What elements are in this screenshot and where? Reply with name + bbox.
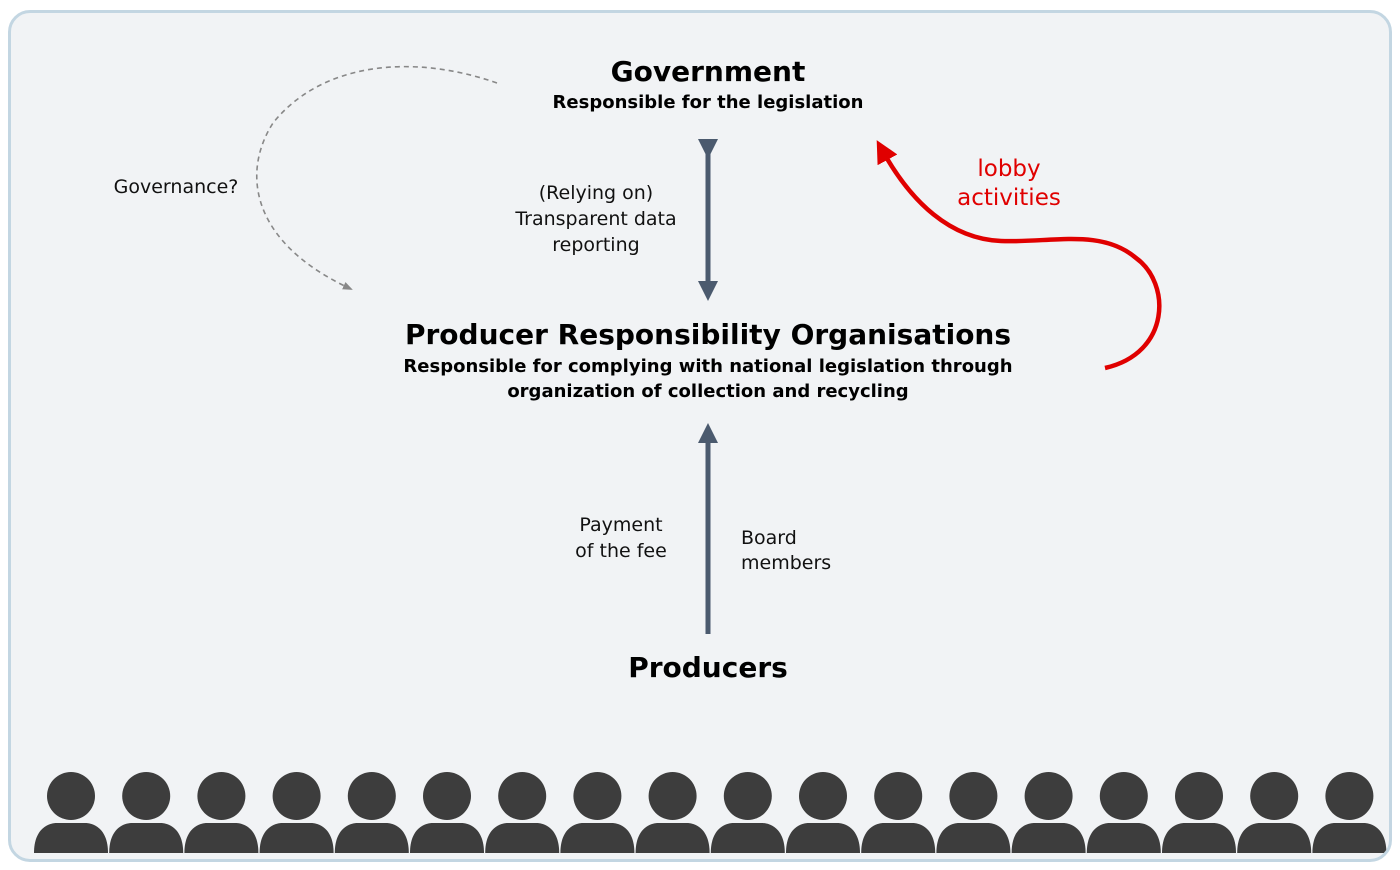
- person-icon: [109, 772, 184, 853]
- person-icon: [1086, 772, 1161, 853]
- person-icon: [485, 772, 560, 853]
- person-icon: [635, 772, 710, 853]
- producers-title: Producers: [628, 651, 788, 684]
- person-icon: [1011, 772, 1086, 853]
- government-subtitle: Responsible for the legislation: [552, 92, 864, 113]
- payment-label-line2: of the fee: [575, 540, 667, 562]
- diagram-frame: Government Responsible for the legislati…: [8, 10, 1392, 862]
- person-icon: [334, 772, 409, 853]
- diagram-canvas: [34, 65, 1387, 853]
- person-icon: [1237, 772, 1312, 853]
- relying-label-line1: (Relying on): [538, 182, 654, 204]
- payment-label-line1: Payment: [579, 514, 663, 536]
- pro-subtitle-line1: Responsible for complying with national …: [403, 356, 1013, 377]
- lobby-label-line1: lobby: [977, 156, 1041, 182]
- person-icon: [560, 772, 635, 853]
- lobby-arrow: [876, 140, 1162, 371]
- producers-people-row: [34, 772, 1387, 853]
- person-icon: [259, 772, 334, 853]
- relying-label-line2: Transparent data: [515, 208, 677, 230]
- person-icon: [786, 772, 860, 853]
- government-title: Government: [610, 55, 806, 88]
- board-label-line1: Board: [741, 527, 797, 549]
- lobby-label-line2: activities: [957, 185, 1061, 211]
- governance-label: Governance?: [113, 176, 239, 198]
- person-icon: [710, 772, 785, 853]
- person-icon: [184, 772, 259, 853]
- board-label-line2: members: [741, 552, 832, 574]
- person-icon: [1162, 772, 1236, 853]
- pro-subtitle-line2: organization of collection and recycling: [507, 381, 909, 402]
- pro-title: Producer Responsibility Organisations: [404, 318, 1012, 351]
- person-icon: [1312, 772, 1387, 853]
- person-icon: [861, 772, 936, 853]
- relying-label-line3: reporting: [552, 234, 640, 256]
- person-icon: [34, 772, 108, 853]
- person-icon: [410, 772, 484, 853]
- person-icon: [936, 772, 1011, 853]
